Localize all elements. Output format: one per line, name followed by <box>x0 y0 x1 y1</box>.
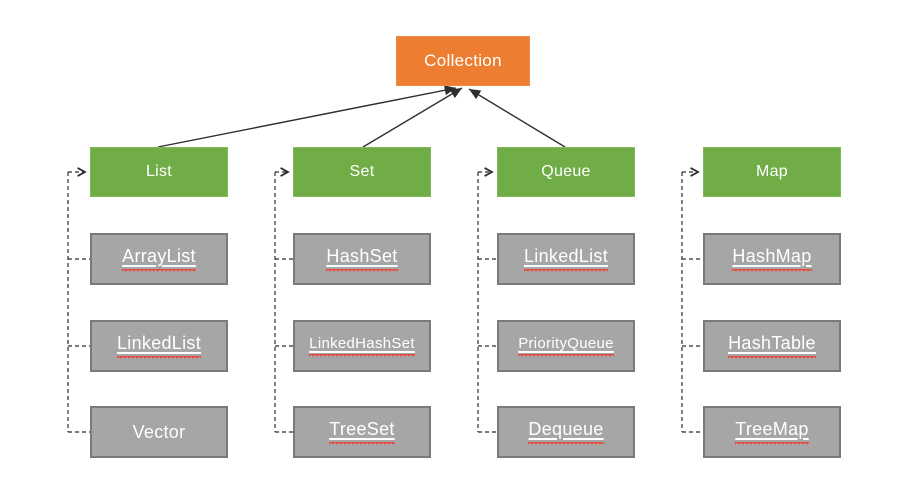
dashed-connector-queue-column <box>477 167 497 433</box>
node-arraylist-label: ArrayList <box>122 246 196 272</box>
node-queue-label: Queue <box>541 162 591 180</box>
node-linkedlist-queue-label: LinkedList <box>524 246 608 272</box>
dashed-branch-lines-list <box>67 172 90 433</box>
node-vector-label: Vector <box>132 421 186 442</box>
node-arraylist: ArrayList <box>90 233 228 285</box>
node-treemap: TreeMap <box>703 406 841 458</box>
node-treeset-label: TreeSet <box>329 419 394 445</box>
node-linkedlist: LinkedList <box>90 320 228 372</box>
node-map-label: Map <box>755 162 789 180</box>
inheritance-arrow-set-to-collection <box>362 87 463 148</box>
node-linkedlist-queue: LinkedList <box>497 233 635 285</box>
node-linkedhashset-label: LinkedHashSet <box>309 335 415 357</box>
dashed-branch-lines-queue <box>477 172 497 433</box>
node-collection: Collection <box>396 36 530 86</box>
dashed-connector-set-column <box>274 167 293 433</box>
node-dequeue: Dequeue <box>497 406 635 458</box>
node-treemap-label: TreeMap <box>735 419 808 445</box>
dashed-branch-lines-set <box>274 172 293 433</box>
node-list: List <box>90 147 228 197</box>
node-hashmap-label: HashMap <box>732 246 811 272</box>
node-hashmap: HashMap <box>703 233 841 285</box>
node-collection-label: Collection <box>424 51 502 71</box>
node-linkedhashset: LinkedHashSet <box>293 320 431 372</box>
node-hashset-label: HashSet <box>326 246 397 272</box>
node-priorityqueue: PriorityQueue <box>497 320 635 372</box>
node-hashset: HashSet <box>293 233 431 285</box>
node-linkedlist-label: LinkedList <box>117 333 201 359</box>
node-treeset: TreeSet <box>293 406 431 458</box>
dashed-branch-lines-map <box>681 172 703 433</box>
node-priorityqueue-label: PriorityQueue <box>518 335 614 357</box>
inheritance-arrow-list-to-collection <box>157 85 457 148</box>
node-set: Set <box>293 147 431 197</box>
node-map: Map <box>703 147 841 197</box>
node-hashtable-label: HashTable <box>728 333 816 359</box>
dashed-connector-map-column <box>681 167 703 433</box>
node-set-label: Set <box>349 162 375 180</box>
node-dequeue-label: Dequeue <box>528 419 603 445</box>
inheritance-arrow-queue-to-collection <box>468 88 566 148</box>
node-queue: Queue <box>497 147 635 197</box>
node-hashtable: HashTable <box>703 320 841 372</box>
dashed-connector-list-column <box>67 167 90 433</box>
node-list-label: List <box>145 162 173 180</box>
node-vector: Vector <box>90 406 228 458</box>
